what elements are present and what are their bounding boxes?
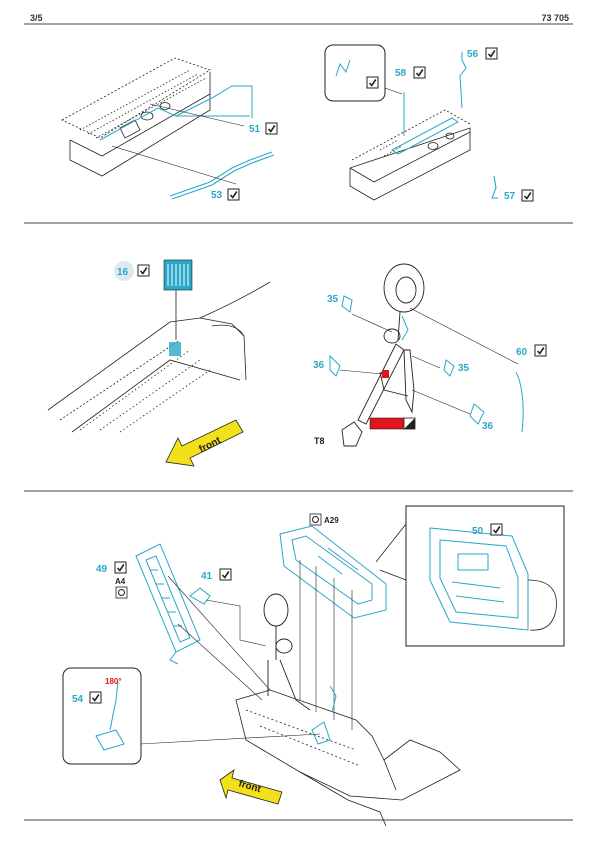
leader-inset — [384, 87, 403, 95]
page-number: 3/5 — [30, 13, 43, 23]
hand-icon — [115, 586, 128, 599]
stick-assembly-drawing — [341, 263, 425, 447]
badge-16-bg — [114, 261, 134, 281]
check-icon — [137, 264, 150, 277]
detail-inset — [324, 44, 386, 102]
paint-swatch — [369, 417, 416, 430]
part-16-placed — [169, 342, 181, 356]
label-A4: A4 — [115, 577, 126, 586]
panel-2-leaders — [339, 307, 519, 415]
check-icon — [366, 76, 379, 89]
panel-2: 16 front — [47, 259, 547, 467]
part-51-wire — [99, 85, 253, 141]
detail-inset-54 — [62, 667, 142, 765]
label-A29: A29 — [324, 516, 339, 525]
label-35-top: 35 — [327, 294, 339, 305]
label-35-right: 35 — [458, 363, 470, 374]
label-57: 57 — [504, 191, 516, 202]
stick-parts-blue — [329, 295, 524, 433]
cockpit-floor-drawing — [235, 689, 461, 827]
cockpit-side-drawing — [47, 281, 271, 433]
part-56-wire — [459, 52, 467, 109]
hand-icon — [309, 513, 322, 526]
check-icon — [485, 47, 498, 60]
product-code: 73 705 — [541, 13, 569, 23]
panel3-stick-drawing — [263, 593, 311, 711]
stick-parts-blue-3 — [311, 685, 337, 745]
red-highlight — [382, 370, 389, 378]
part-54 — [95, 681, 125, 751]
check-icon — [521, 189, 534, 202]
label-60: 60 — [516, 347, 528, 358]
label-36-right: 36 — [482, 421, 494, 432]
part-57-wire — [491, 175, 498, 199]
inset-curve — [527, 579, 557, 631]
part-49-frame — [135, 543, 201, 665]
check-icon — [413, 66, 426, 79]
check-icon — [490, 523, 503, 536]
panel-3: 49 A4 41 A29 50 — [62, 505, 565, 827]
check-icon — [265, 122, 278, 135]
panel-3-leaders — [139, 560, 353, 745]
label-51: 51 — [249, 124, 261, 135]
panel-1: 51 53 — [61, 44, 534, 202]
label-56: 56 — [467, 49, 479, 60]
label-50: 50 — [472, 526, 484, 537]
part-53-strip — [169, 151, 275, 200]
part-41 — [189, 587, 211, 605]
detail-inset-50 — [405, 505, 565, 647]
label-41: 41 — [201, 571, 213, 582]
leader-51 — [149, 103, 245, 127]
label-16: 16 — [117, 267, 129, 278]
check-icon — [114, 561, 127, 574]
inset-part — [335, 59, 351, 77]
front-arrow-2: front — [219, 769, 283, 805]
part-A29-bulkhead — [279, 525, 387, 619]
label-58: 58 — [395, 68, 407, 79]
inset-connector — [375, 523, 407, 581]
check-icon — [534, 344, 547, 357]
label-53: 53 — [211, 190, 223, 201]
leader-53 — [111, 145, 237, 185]
part-16-placard — [163, 259, 193, 291]
label-49: 49 — [96, 564, 108, 575]
check-icon — [89, 691, 102, 704]
right-sill-drawing — [349, 109, 471, 201]
check-icon — [227, 188, 240, 201]
left-sill-drawing — [61, 57, 211, 177]
label-180-degrees: 180° — [105, 677, 122, 686]
label-54: 54 — [72, 694, 84, 705]
front-arrow: front — [165, 419, 244, 467]
check-icon — [219, 568, 232, 581]
label-T8: T8 — [314, 436, 325, 446]
part-58-strip — [391, 92, 459, 155]
part-50-panel — [429, 527, 529, 631]
label-36-left: 36 — [313, 360, 325, 371]
